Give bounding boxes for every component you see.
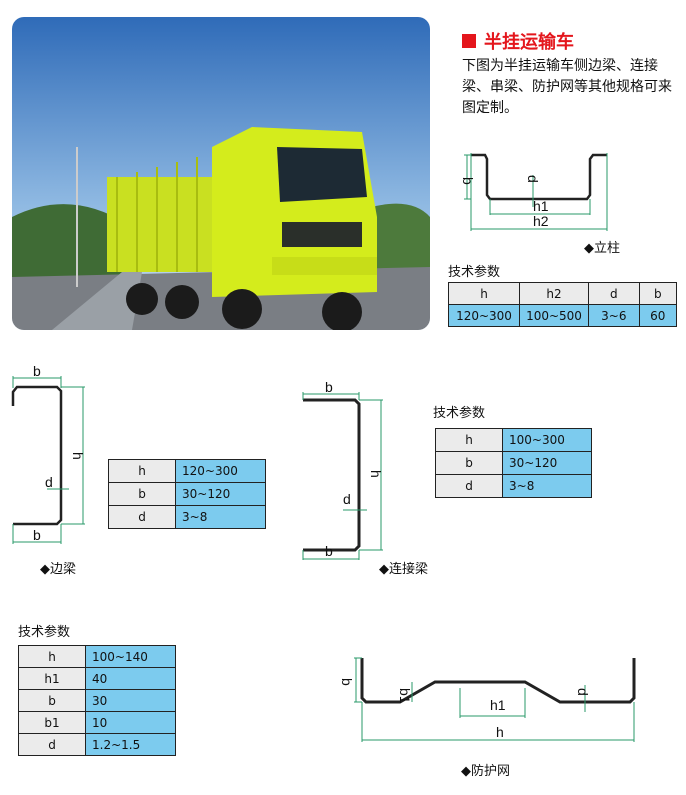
dim-label-h1: h1 <box>490 697 506 713</box>
value-cell: 3~8 <box>175 505 266 529</box>
guard-net-diagram: b b1 h1 d h <box>339 657 636 742</box>
table-header-row: h h2 d b <box>448 282 678 305</box>
dim-label-b: b <box>339 678 355 686</box>
value-cell: 10 <box>85 711 176 734</box>
key-cell: b <box>108 482 176 506</box>
value-cell: 3~6 <box>588 304 640 327</box>
post-diagram: b d h1 h2 <box>460 153 608 231</box>
header-cell: h <box>448 282 520 305</box>
dim-label-b1: b1 <box>397 688 413 704</box>
dim-label-d: d <box>45 474 53 490</box>
post-params-table: h h2 d b 120~300 100~500 3~6 60 <box>448 282 678 327</box>
value-cell: 60 <box>638 304 678 327</box>
post-caption: ◆立柱 <box>584 241 620 256</box>
value-cell: 100~500 <box>519 304 589 327</box>
key-cell: b1 <box>18 711 86 734</box>
dim-label-d: d <box>575 688 591 696</box>
dim-label-h: h <box>368 470 384 478</box>
side-beam-diagram: b h d b <box>11 363 86 544</box>
value-cell: 120~300 <box>448 304 520 327</box>
key-cell: b <box>18 689 86 712</box>
dim-label-b: b <box>325 379 333 395</box>
value-cell: 1.2~1.5 <box>85 733 176 756</box>
dim-label-d: d <box>525 175 541 183</box>
key-cell: h1 <box>18 667 86 690</box>
side-beam-caption: ◆边梁 <box>40 562 76 577</box>
dim-label-b: b <box>33 363 41 379</box>
section-title: 半挂运输车 <box>462 28 574 54</box>
guard-net-caption: ◆防护网 <box>461 764 510 779</box>
value-cell: 30 <box>85 689 176 712</box>
value-cell: 30~120 <box>175 482 266 506</box>
dim-label-b: b <box>33 527 41 543</box>
dim-label-d: d <box>343 491 351 507</box>
header-cell: d <box>588 282 640 305</box>
title-text: 半挂运输车 <box>484 32 574 53</box>
value-cell: 30~120 <box>502 451 592 475</box>
key-cell: d <box>108 505 176 529</box>
value-cell: 120~300 <box>175 459 266 483</box>
key-cell: d <box>18 733 86 756</box>
dim-label-b: b <box>325 543 333 559</box>
key-cell: h <box>108 459 176 483</box>
params-label: 技术参数 <box>18 625 71 640</box>
connecting-beam-diagram: b h d b <box>302 379 384 560</box>
value-cell: 100~140 <box>85 645 176 668</box>
dim-label-h: h <box>70 452 86 460</box>
red-square-icon <box>462 34 476 48</box>
table-row: 120~300 100~500 3~6 60 <box>448 304 678 327</box>
dim-label-h1: h1 <box>533 198 549 214</box>
header-cell: b <box>638 282 678 305</box>
params-label: 技术参数 <box>448 265 501 280</box>
params-label: 技术参数 <box>433 406 486 421</box>
key-cell: h <box>18 645 86 668</box>
value-cell: 100~300 <box>502 428 592 452</box>
value-cell: 40 <box>85 667 176 690</box>
dim-label-h2: h2 <box>533 213 549 229</box>
key-cell: d <box>435 474 503 498</box>
dim-label-h: h <box>496 724 504 740</box>
description: 下图为半挂运输车侧边梁、连接梁、串梁、防护网等其他规格可来图定制。 <box>462 58 672 116</box>
truck-photo <box>12 17 430 330</box>
header-cell: h2 <box>519 282 589 305</box>
key-cell: b <box>435 451 503 475</box>
dim-label-b: b <box>460 177 476 185</box>
key-cell: h <box>435 428 503 452</box>
connecting-beam-caption: ◆连接梁 <box>379 562 428 577</box>
value-cell: 3~8 <box>502 474 592 498</box>
